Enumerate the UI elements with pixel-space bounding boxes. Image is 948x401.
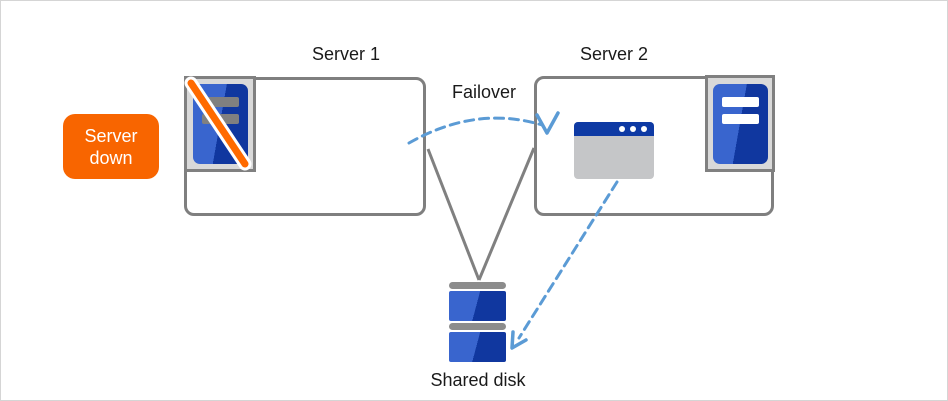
server2-tower-slot <box>721 96 759 107</box>
server1-label: Server 1 <box>311 44 381 64</box>
disk-stack-icon <box>449 282 506 363</box>
window-dot-icon <box>619 126 625 132</box>
server2-disk-connector-line <box>477 147 536 281</box>
app-to-disk-arrowhead-icon <box>510 330 528 350</box>
window-dot-icon <box>641 126 647 132</box>
disk-platter <box>449 332 506 362</box>
shared-disk-label: Shared disk <box>430 370 526 390</box>
server2-tower <box>712 83 768 164</box>
server1-disk-connector-line <box>426 148 481 281</box>
failover-arrow <box>407 116 544 145</box>
failover-label: Failover <box>451 82 517 102</box>
disk-cap <box>449 282 506 289</box>
server2-tower-slot <box>721 113 759 124</box>
disk-cap <box>449 323 506 330</box>
server1-tower-slot <box>201 114 239 124</box>
disk-platter <box>449 291 506 321</box>
window-dot-icon <box>630 126 636 132</box>
server-tower-icon <box>705 75 775 172</box>
server-down-badge-text: Server down <box>84 125 138 168</box>
server1-tower <box>192 84 248 164</box>
server-tower-down-icon <box>184 76 256 172</box>
server-down-badge: Server down <box>63 114 159 179</box>
app-window-icon <box>574 122 654 179</box>
server1-tower-slot <box>201 97 239 107</box>
server2-label: Server 2 <box>579 44 649 64</box>
app-window-titlebar <box>574 122 654 136</box>
